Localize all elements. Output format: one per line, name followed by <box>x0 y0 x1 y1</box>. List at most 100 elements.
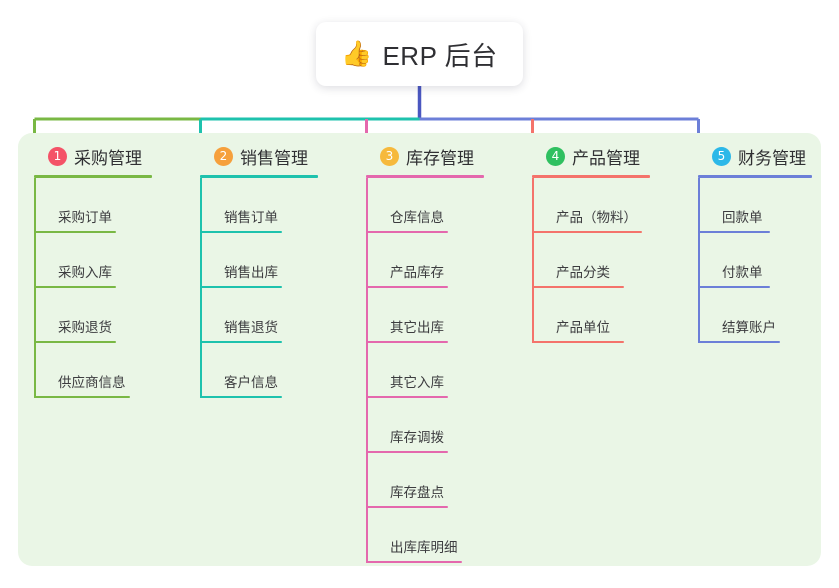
leaf-label: 产品库存 <box>390 265 444 280</box>
leaf-label: 采购退货 <box>58 320 112 335</box>
leaf-label: 采购入库 <box>58 265 112 280</box>
leaf-connector <box>698 178 700 233</box>
leaf-underline <box>366 561 462 563</box>
leaf-connector <box>532 233 534 288</box>
leaf-connector <box>698 233 700 288</box>
column-badge-1: 1 <box>48 146 67 166</box>
column-3: 3 库存管理仓库信息产品库存其它出库其它入库库存调拨库存盘点出库库明细 <box>362 142 490 563</box>
column-title-2: 销售管理 <box>240 148 308 168</box>
leaf-connector <box>200 288 202 343</box>
column-title-3: 库存管理 <box>406 148 474 168</box>
leaf-underline <box>532 341 624 343</box>
leaf-underline <box>366 396 448 398</box>
column-badge-4: 4 <box>546 146 565 166</box>
leaf-node[interactable]: 产品分类 <box>528 233 656 288</box>
column-header-2[interactable]: 2 销售管理 <box>196 142 324 170</box>
column-badge-3: 3 <box>380 146 399 166</box>
leaf-underline <box>34 341 116 343</box>
leaf-node[interactable]: 其它出库 <box>362 288 490 343</box>
leaf-node[interactable]: 产品（物料） <box>528 178 656 233</box>
leaf-label: 其它出库 <box>390 320 444 335</box>
leaf-node[interactable]: 其它入库 <box>362 343 490 398</box>
thumbs-up-icon: 👍 <box>341 39 373 68</box>
leaf-connector <box>698 288 700 343</box>
leaf-node[interactable]: 采购入库 <box>30 233 158 288</box>
leaf-node[interactable]: 付款单 <box>694 233 818 288</box>
leaf-underline <box>532 231 642 233</box>
leaf-label: 销售订单 <box>224 210 278 225</box>
leaf-label: 付款单 <box>722 265 763 280</box>
leaf-underline <box>698 231 770 233</box>
leaf-node[interactable]: 仓库信息 <box>362 178 490 233</box>
leaf-connector <box>366 233 368 288</box>
leaf-connector <box>200 343 202 398</box>
leaf-connector <box>366 343 368 398</box>
column-title-4: 产品管理 <box>572 148 640 168</box>
column-header-4[interactable]: 4 产品管理 <box>528 142 656 170</box>
column-title-5: 财务管理 <box>738 148 806 168</box>
leaf-connector <box>532 178 534 233</box>
leaf-label: 出库库明细 <box>390 540 458 555</box>
leaf-node[interactable]: 出库库明细 <box>362 508 490 563</box>
leaf-underline <box>366 286 448 288</box>
leaf-node[interactable]: 库存盘点 <box>362 453 490 508</box>
leaf-node[interactable]: 客户信息 <box>196 343 324 398</box>
leaf-connector <box>200 233 202 288</box>
leaf-underline <box>200 341 282 343</box>
leaf-label: 客户信息 <box>224 375 278 390</box>
column-badge-2: 2 <box>214 146 233 166</box>
leaf-node[interactable]: 产品库存 <box>362 233 490 288</box>
leaf-label: 产品分类 <box>556 265 610 280</box>
leaf-underline <box>34 396 130 398</box>
leaf-node[interactable]: 销售订单 <box>196 178 324 233</box>
leaf-connector <box>34 178 36 233</box>
leaf-underline <box>34 231 116 233</box>
leaf-node[interactable]: 结算账户 <box>694 288 818 343</box>
leaf-node[interactable]: 供应商信息 <box>30 343 158 398</box>
column-header-5[interactable]: 5 财务管理 <box>694 142 818 170</box>
column-4: 4 产品管理产品（物料） 产品分类产品单位 <box>528 142 656 343</box>
leaf-label: 结算账户 <box>722 320 776 335</box>
leaf-label: 供应商信息 <box>58 375 126 390</box>
leaf-label: 回款单 <box>722 210 763 225</box>
leaf-underline <box>366 341 448 343</box>
leaf-connector <box>366 398 368 453</box>
column-underline-5 <box>698 175 812 178</box>
leaf-underline <box>200 396 282 398</box>
leaf-underline <box>366 451 448 453</box>
leaf-connector <box>366 508 368 563</box>
leaf-connector <box>366 288 368 343</box>
leaf-connector <box>34 288 36 343</box>
leaf-connector <box>532 288 534 343</box>
root-node-title: ERP 后台 <box>382 40 498 71</box>
leaf-underline <box>200 231 282 233</box>
leaf-underline <box>200 286 282 288</box>
leaf-node[interactable]: 产品单位 <box>528 288 656 343</box>
diagram-panel <box>18 133 821 566</box>
leaf-label: 库存盘点 <box>390 485 444 500</box>
leaf-underline <box>366 506 448 508</box>
root-node-card[interactable]: 👍 ERP 后台 <box>316 22 523 86</box>
column-5: 5 财务管理回款单付款单结算账户 <box>694 142 818 343</box>
leaf-label: 采购订单 <box>58 210 112 225</box>
column-header-3[interactable]: 3 库存管理 <box>362 142 490 170</box>
column-underline-1 <box>34 175 152 178</box>
leaf-node[interactable]: 销售出库 <box>196 233 324 288</box>
leaf-node[interactable]: 库存调拨 <box>362 398 490 453</box>
leaf-node[interactable]: 回款单 <box>694 178 818 233</box>
leaf-underline <box>366 231 448 233</box>
column-underline-2 <box>200 175 318 178</box>
leaf-label: 其它入库 <box>390 375 444 390</box>
column-underline-4 <box>532 175 650 178</box>
leaf-underline <box>34 286 116 288</box>
leaf-underline <box>698 286 770 288</box>
leaf-label: 仓库信息 <box>390 210 444 225</box>
leaf-node[interactable]: 采购订单 <box>30 178 158 233</box>
leaf-underline <box>532 286 624 288</box>
leaf-node[interactable]: 采购退货 <box>30 288 158 343</box>
leaf-label: 销售出库 <box>224 265 278 280</box>
leaf-node[interactable]: 销售退货 <box>196 288 324 343</box>
column-badge-5: 5 <box>712 146 731 166</box>
